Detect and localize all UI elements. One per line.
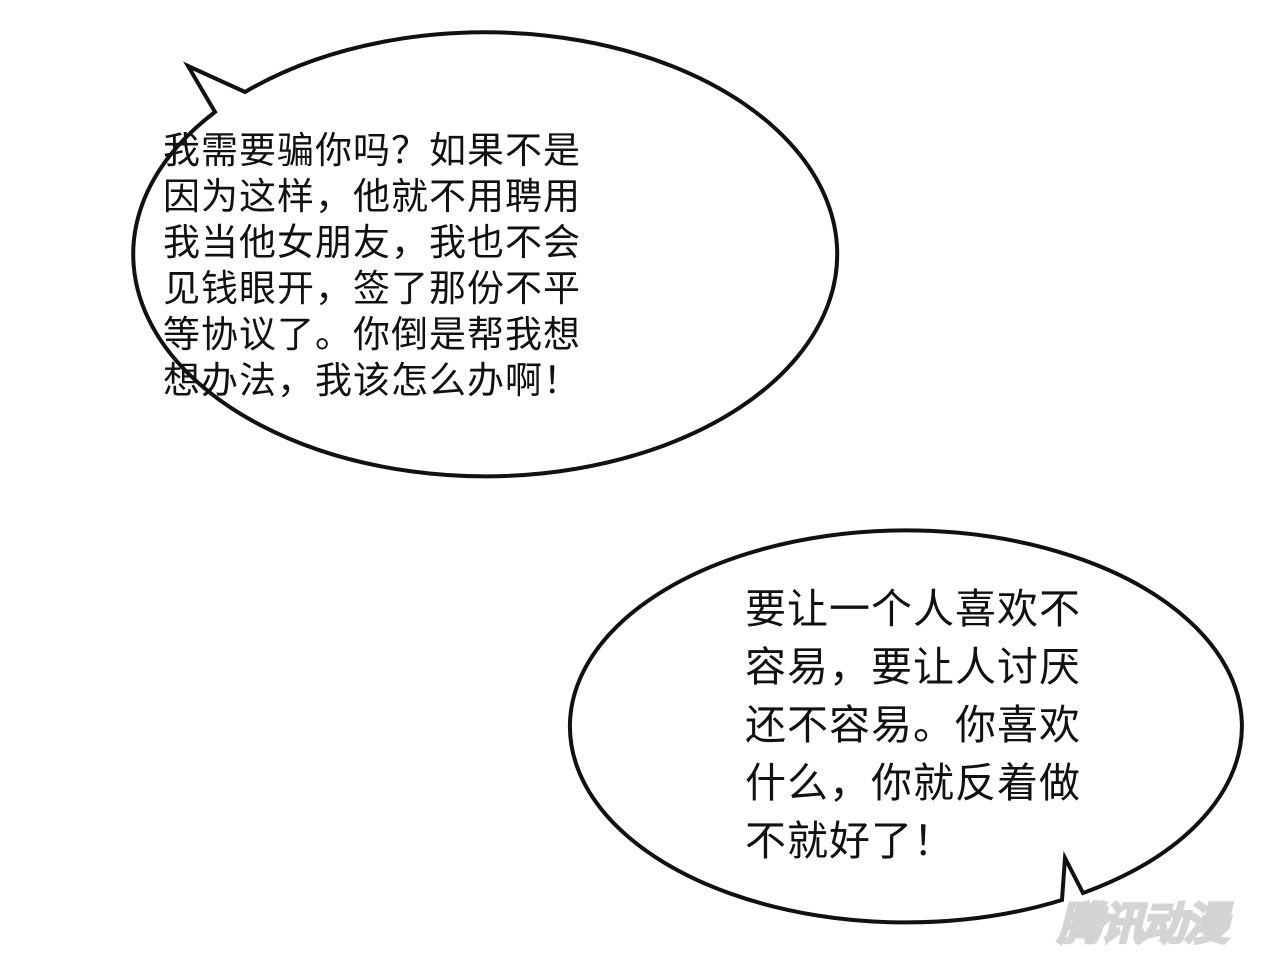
speech-bubble-left (131, 30, 840, 479)
text-line: 因为这样，他就不用聘用 (163, 175, 581, 218)
text-line: 要让一个人喜欢不 (745, 585, 1081, 633)
text-line: 什么，你就反着做 (745, 759, 1081, 807)
text-line: 见钱眼开，签了那份不平 (163, 267, 581, 310)
bubble-right-text: 要让一个人喜欢不 容易，要让人讨厌 还不容易。你喜欢 什么，你就反着做 不就好了… (745, 580, 1081, 870)
text-line: 我当他女朋友，我也不会 (163, 221, 581, 264)
text-line: 想办法，我该怎么办啊！ (163, 359, 581, 402)
bubble-left-text: 我需要骗你吗？如果不是 因为这样，他就不用聘用 我当他女朋友，我也不会 见钱眼开… (163, 128, 581, 404)
text-line: 容易，要让人讨厌 (745, 643, 1081, 691)
text-line: 我需要骗你吗？如果不是 (163, 129, 581, 172)
text-line: 等协议了。你倒是帮我想 (163, 313, 581, 356)
speech-bubble-right (567, 528, 1244, 925)
text-line: 不就好了！ (745, 817, 955, 865)
watermark-logo: 腾讯动漫 (1057, 898, 1230, 952)
text-line: 还不容易。你喜欢 (745, 701, 1081, 749)
